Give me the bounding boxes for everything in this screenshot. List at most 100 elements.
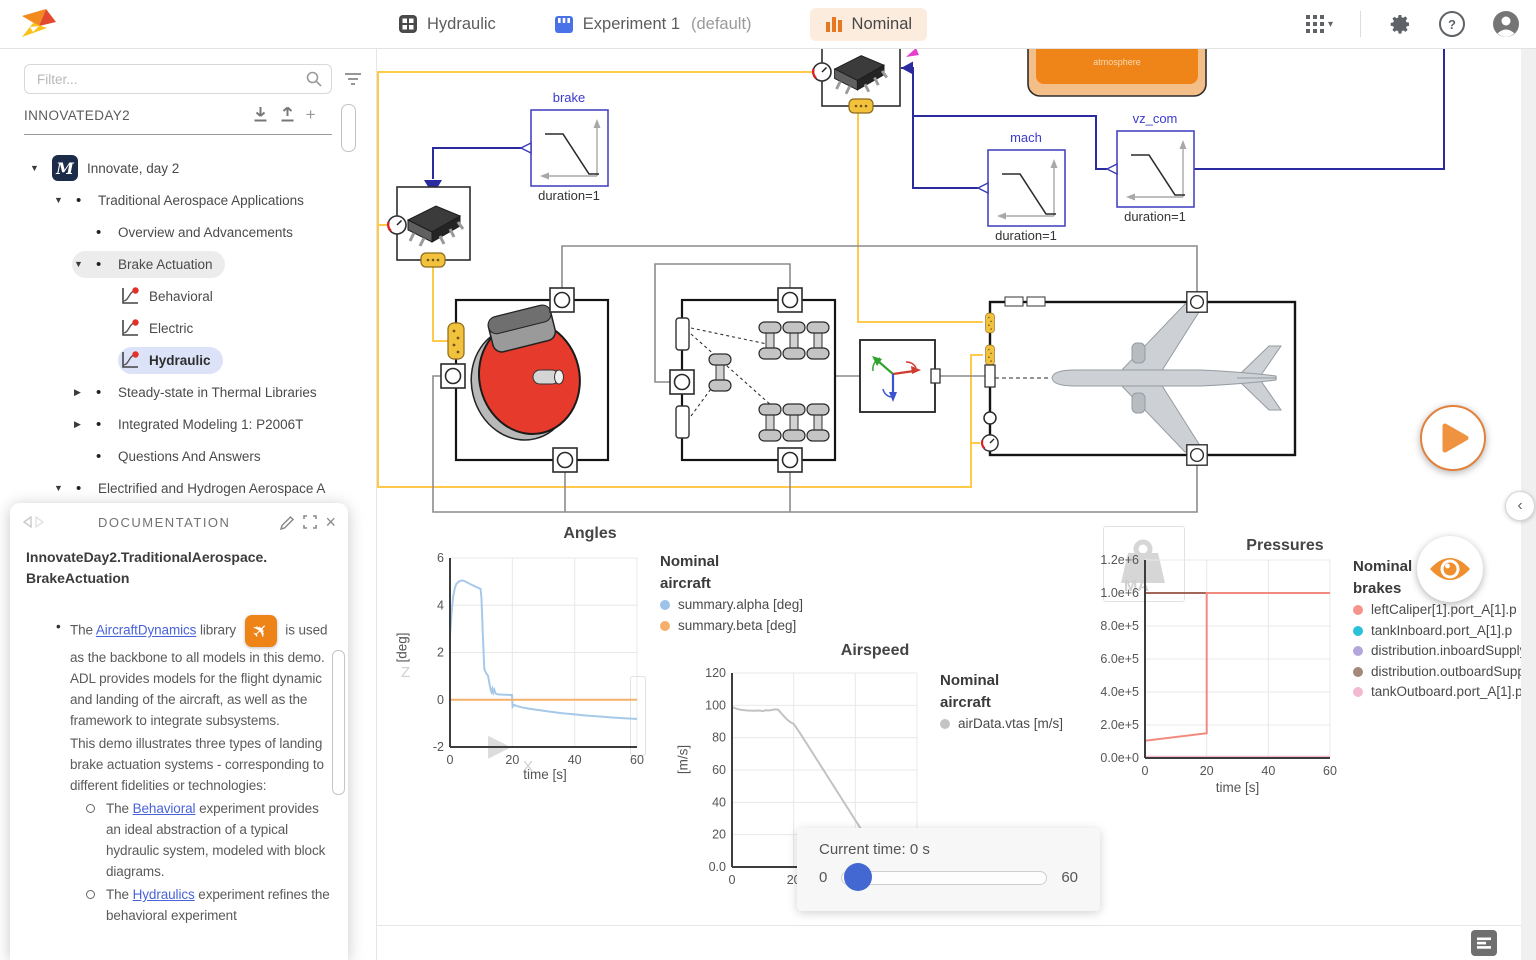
legend-entry-label: distribution.outboardSupp [1371, 663, 1525, 679]
expand-fullscreen-icon[interactable] [303, 515, 318, 529]
experiment-icon [122, 287, 139, 304]
legend-entry[interactable]: distribution.outboardSupp [1353, 662, 1536, 683]
brake-disc-block[interactable] [440, 287, 610, 473]
user-avatar[interactable] [1492, 10, 1520, 38]
landing-gear-block[interactable] [669, 287, 837, 473]
legend-entry[interactable]: tankInboard.port_A[1].p [1353, 621, 1536, 642]
edit-pencil-icon[interactable] [280, 515, 295, 530]
aircraftdynamics-link[interactable]: AircraftDynamics [95, 622, 197, 638]
mach-ramp-block[interactable]: mach duration=1 [976, 130, 1066, 243]
legend-entry[interactable]: summ­ary.beta [deg] [660, 616, 803, 637]
filter-input[interactable] [24, 64, 332, 94]
time-slider-knob[interactable] [844, 862, 873, 891]
tree-item-brake-actuation[interactable]: ▼•Brake Actuation [0, 248, 376, 280]
model-canvas[interactable]: brake duration=1 mach duration=1 vz_com … [375, 48, 1536, 960]
collapse-panel-button[interactable]: ‹ [1505, 491, 1535, 521]
help-icon[interactable]: ? [1439, 11, 1465, 37]
circle-bullet-icon [86, 804, 95, 813]
triangle-watermark: ▶ [488, 729, 512, 762]
bar-chart-icon [825, 17, 842, 32]
chevron-down-icon[interactable]: ▼ [54, 483, 63, 493]
legend-color-dot [1353, 666, 1363, 677]
tree-item-integrated-modeling-1-p2006t[interactable]: ▶•Integrated Modeling 1: P2006T [0, 408, 376, 440]
tree-item-questions-and-answers[interactable]: •Questions And Answers [0, 440, 376, 472]
app-logo-icon[interactable] [16, 5, 58, 45]
chevron-right-icon[interactable]: ▶ [74, 386, 81, 397]
doc-sub-bullet-2: The Hydraulics experiment refines the be… [70, 884, 330, 926]
svg-text:MA: MA [1124, 578, 1149, 595]
legend-entry[interactable]: distribution.inboardSupply [1353, 641, 1536, 662]
filter-options-icon[interactable] [344, 72, 362, 86]
y-tick-label: 6 [437, 551, 444, 565]
tree-item-behavioral[interactable]: Behavioral [0, 280, 376, 312]
legend-entry[interactable]: summary.alpha [deg] [660, 595, 803, 616]
tree-scrollbar-thumb[interactable] [341, 104, 356, 152]
console-log-icon[interactable] [1471, 930, 1497, 956]
legend-entry[interactable]: leftCaliper[1].port_A[1].p [1353, 600, 1536, 621]
tab-results-nominal[interactable]: Nominal [809, 7, 928, 41]
legend-color-dot [1353, 605, 1363, 616]
time-slider-track[interactable] [841, 862, 1048, 891]
aircraftdynamics-library-icon: ✈ [244, 615, 277, 647]
y-tick-label: 2 [437, 646, 444, 660]
blue-arrow-icon [901, 61, 913, 75]
y-tick-label: 40 [712, 795, 726, 809]
chevron-down-icon[interactable]: ▼ [54, 195, 63, 205]
legend-entry-label: distribution.inboardSupply [1371, 643, 1527, 658]
diagram-svg[interactable]: brake duration=1 mach duration=1 vz_com … [375, 48, 1536, 520]
tree-item-overview-and-advancements[interactable]: •Overview and Advancements [0, 216, 376, 248]
y-tick-label: 1.2e+6 [1100, 553, 1139, 567]
tree-item-label: Steady-state in Thermal Libraries [118, 384, 317, 400]
header-actions: ▾ ? [1305, 0, 1520, 48]
tree-item-innovate-day-2[interactable]: ▼ M Innovate, day 2 [0, 152, 376, 184]
tree-item-electric[interactable]: Electric [0, 312, 376, 344]
chart-title-airspeed: Airspeed [840, 642, 910, 659]
run-simulation-button[interactable] [1420, 405, 1486, 471]
brake-ramp-block[interactable]: brake duration=1 [519, 90, 609, 203]
add-icon[interactable]: + [305, 104, 316, 124]
behavioral-link[interactable]: Behavioral [132, 801, 196, 816]
chevron-down-icon[interactable]: ▼ [30, 163, 39, 173]
controller-chip-left-block[interactable] [386, 186, 471, 268]
experiment-tab-icon [554, 15, 573, 33]
legend-group-label: brakes [1353, 580, 1402, 597]
bullet-icon: • [96, 447, 102, 465]
legend-color-dot [1353, 687, 1363, 698]
aircraft-block[interactable] [980, 291, 1297, 466]
vz-com-ramp-block[interactable]: vz_com duration=1 [1105, 111, 1195, 224]
chevron-down-icon[interactable]: ▼ [74, 259, 83, 269]
legend-entry[interactable]: airData.vtas [m/s] [940, 714, 1063, 735]
atmosphere-block[interactable]: atmosphere [1027, 48, 1207, 97]
tab-model-hydraulic[interactable]: Hydraulic [398, 14, 496, 34]
upload-icon[interactable] [279, 106, 296, 123]
ghost-box-watermark [630, 676, 646, 756]
nav-back-forward-icons[interactable] [22, 516, 48, 528]
workspace-logo-icon: M [52, 155, 78, 181]
controller-chip-top-block[interactable] [811, 48, 901, 114]
tree-item-electrified-and-hydrogen-aerospace-a[interactable]: ▼•Electrified and Hydrogen Aerospace A [0, 472, 376, 504]
tab-experiment-1[interactable]: Experiment 1 (default) [554, 15, 752, 34]
view-results-button[interactable] [1417, 536, 1483, 602]
caret-down-icon: ▾ [1327, 18, 1333, 30]
settings-gear-icon[interactable] [1388, 12, 1412, 36]
tree-item-traditional-aerospace-applications[interactable]: ▼•Traditional Aerospace Applications [0, 184, 376, 216]
model-path: InnovateDay2.TraditionalAerospace. Brake… [26, 549, 268, 586]
apps-menu-button[interactable]: ▾ [1305, 15, 1333, 33]
download-icon[interactable] [252, 106, 269, 123]
reference-frame-block[interactable] [859, 339, 941, 413]
doc-scrollbar-thumb[interactable] [332, 650, 345, 795]
tree-item-steady-state-in-thermal-libraries[interactable]: ▶•Steady-state in Thermal Libraries [0, 376, 376, 408]
y-tick-label: 80 [712, 731, 726, 745]
close-icon[interactable]: × [325, 511, 336, 532]
x-tick-label: 20 [1200, 764, 1214, 778]
chevron-right-icon[interactable]: ▶ [74, 418, 81, 429]
tree-item-label: Innovate, day 2 [87, 160, 180, 176]
tree-item-hydraulic[interactable]: Hydraulic [0, 344, 376, 376]
slider-min-label: 0 [819, 869, 828, 886]
hydraulics-link[interactable]: Hydraulics [132, 887, 195, 902]
y-tick-label: 0 [437, 693, 444, 707]
current-time-value: 0 [909, 841, 919, 858]
legend-entry[interactable]: tankOutboard.port_A[1].p [1353, 682, 1536, 703]
